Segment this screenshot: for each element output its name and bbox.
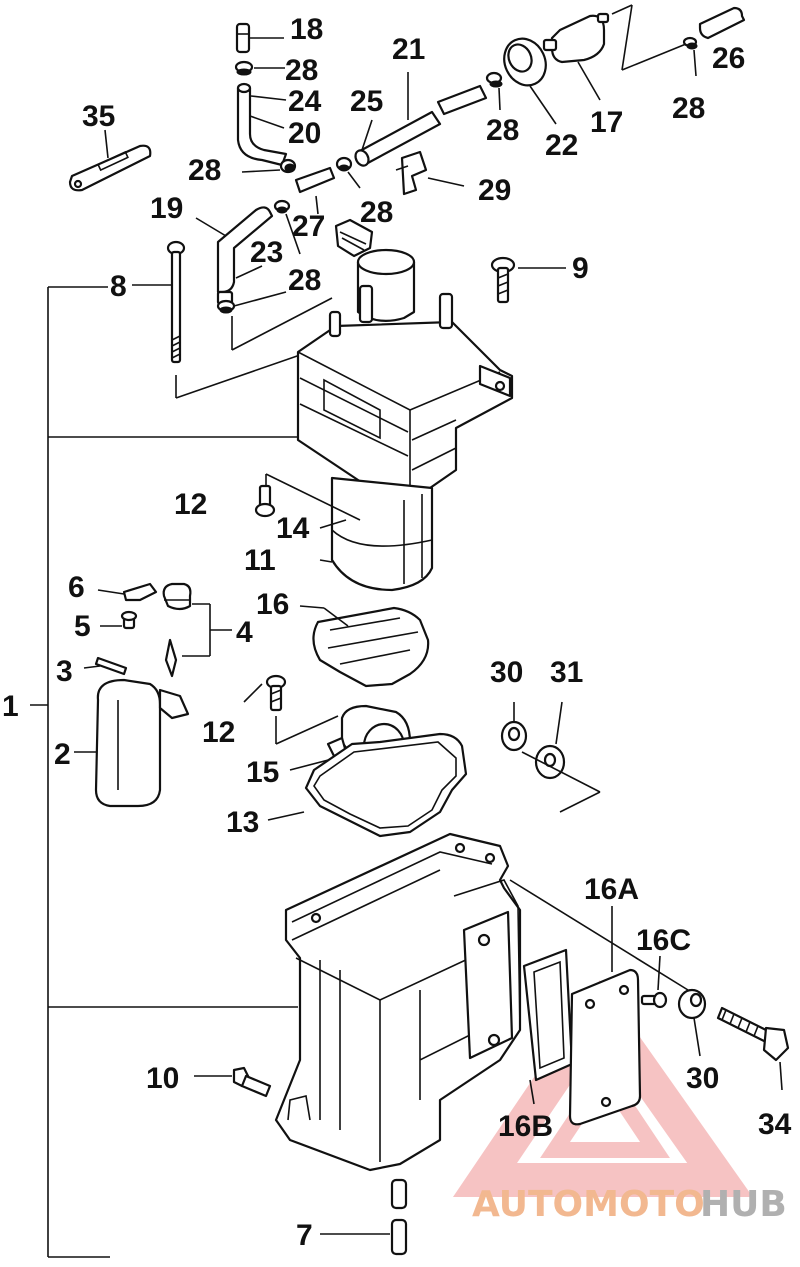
callout-23: 23: [250, 236, 283, 269]
part-28-clamp-d: [241, 158, 297, 174]
part-6-pin: [97, 582, 158, 602]
part-17-fuel-filter: [542, 12, 610, 101]
callout-11: 11: [244, 544, 276, 577]
part-12-screw-b: [243, 674, 339, 745]
part-5-screw: [100, 610, 138, 630]
alignment-lines-right: [509, 879, 689, 991]
fuel-pump-housing: [296, 218, 514, 502]
callout-5: 5: [74, 610, 91, 643]
callout-15: 15: [246, 756, 279, 789]
part-28-clamp-f: [273, 199, 301, 255]
part-18-fitting: [235, 22, 284, 54]
alignment-lines-lower: [521, 751, 601, 813]
callout-28: 28: [288, 264, 321, 297]
alignment-lines-top: [611, 4, 687, 71]
callout-14: 14: [276, 512, 310, 545]
assembly-bracket: [30, 286, 298, 1258]
callout-27: 27: [292, 210, 325, 243]
callout-35: 35: [82, 100, 115, 133]
part-9-screw: [490, 256, 566, 304]
callout-16: 16: [256, 588, 289, 621]
part-14-lead: [319, 519, 347, 529]
part-4-valve-seat: [162, 582, 232, 657]
part-35-bracket: [68, 129, 152, 192]
part-28-clamp-g: [216, 291, 287, 314]
part-28-clamp-e: [335, 156, 361, 189]
part-22-grommet: [503, 37, 557, 125]
callout-10: 10: [146, 1062, 179, 1095]
part-13-gasket: [267, 732, 468, 838]
part-3-pin: [83, 656, 128, 676]
callout-16A: 16A: [584, 873, 639, 906]
callout-1: 1: [2, 690, 19, 723]
part-28-clamp-c: [682, 36, 698, 77]
callout-20: 20: [288, 117, 321, 150]
callout-2: 2: [54, 738, 71, 771]
part-2-float: [74, 678, 190, 808]
callout-28: 28: [285, 54, 318, 87]
callout-16C: 16C: [636, 924, 691, 957]
callout-8: 8: [110, 270, 127, 303]
callout-19: 19: [150, 192, 183, 225]
part-connector-hose: [436, 84, 488, 116]
callout-34: 34: [758, 1108, 792, 1141]
callout-26: 26: [712, 42, 745, 75]
callout-30: 30: [490, 656, 523, 689]
callout-7: 7: [296, 1219, 313, 1252]
callout-13: 13: [226, 806, 259, 839]
callout-18: 18: [290, 13, 323, 46]
part-28-clamp-top: [234, 60, 285, 76]
callout-17: 17: [590, 106, 623, 139]
part-8-bolt: [132, 240, 186, 364]
part-16C-screw: [640, 955, 668, 1009]
callout-29: 29: [478, 174, 511, 207]
part-connector-27: [294, 166, 336, 215]
callout-28: 28: [360, 196, 393, 229]
callout-30: 30: [686, 1062, 719, 1095]
part-16-gasket: [299, 605, 430, 688]
callout-22: 22: [545, 129, 578, 162]
callout-31: 31: [550, 656, 583, 689]
part-30-grommet-b: [677, 988, 707, 1057]
part-30-grommet-a: [500, 702, 528, 752]
callout-4: 4: [236, 616, 253, 649]
callout-12: 12: [202, 716, 235, 749]
callout-labels: 18 28 24 20 21 25 22 28 17 26 28 35 28 2…: [2, 13, 792, 1252]
part-34-bolt: [716, 1006, 790, 1091]
part-11-cylinder: [319, 476, 434, 592]
watermark-text-hub: HUB: [700, 1184, 787, 1225]
callout-9: 9: [572, 252, 589, 285]
callout-24: 24: [288, 85, 322, 118]
part-10-screw: [194, 1066, 272, 1098]
part-20-hose: [236, 82, 288, 167]
watermark-text: AUTOMOTO HUB: [472, 1184, 787, 1225]
lower-housing: [274, 832, 522, 1172]
callout-3: 3: [56, 655, 73, 688]
part-28-clamp-b: [485, 71, 503, 111]
watermark-text-main: AUTOMOTO: [472, 1184, 705, 1225]
part-7-pins: [320, 1178, 408, 1256]
part-12-screw-a: [254, 473, 361, 521]
callout-28: 28: [188, 154, 221, 187]
callout-25: 25: [350, 85, 383, 118]
part-29-clip: [395, 150, 465, 196]
part-21-fuel-line: [354, 72, 442, 167]
part-26-hose-stub: [698, 6, 746, 40]
part-4-needle: [164, 638, 178, 678]
callout-28: 28: [672, 92, 705, 125]
callout-28: 28: [486, 114, 519, 147]
callout-16B: 16B: [498, 1110, 553, 1143]
alignment-lines-mid: [175, 297, 333, 399]
callout-12: 12: [174, 488, 207, 521]
callout-21: 21: [392, 33, 425, 66]
part-16A-plate: [568, 906, 642, 1126]
callout-6: 6: [68, 571, 85, 604]
